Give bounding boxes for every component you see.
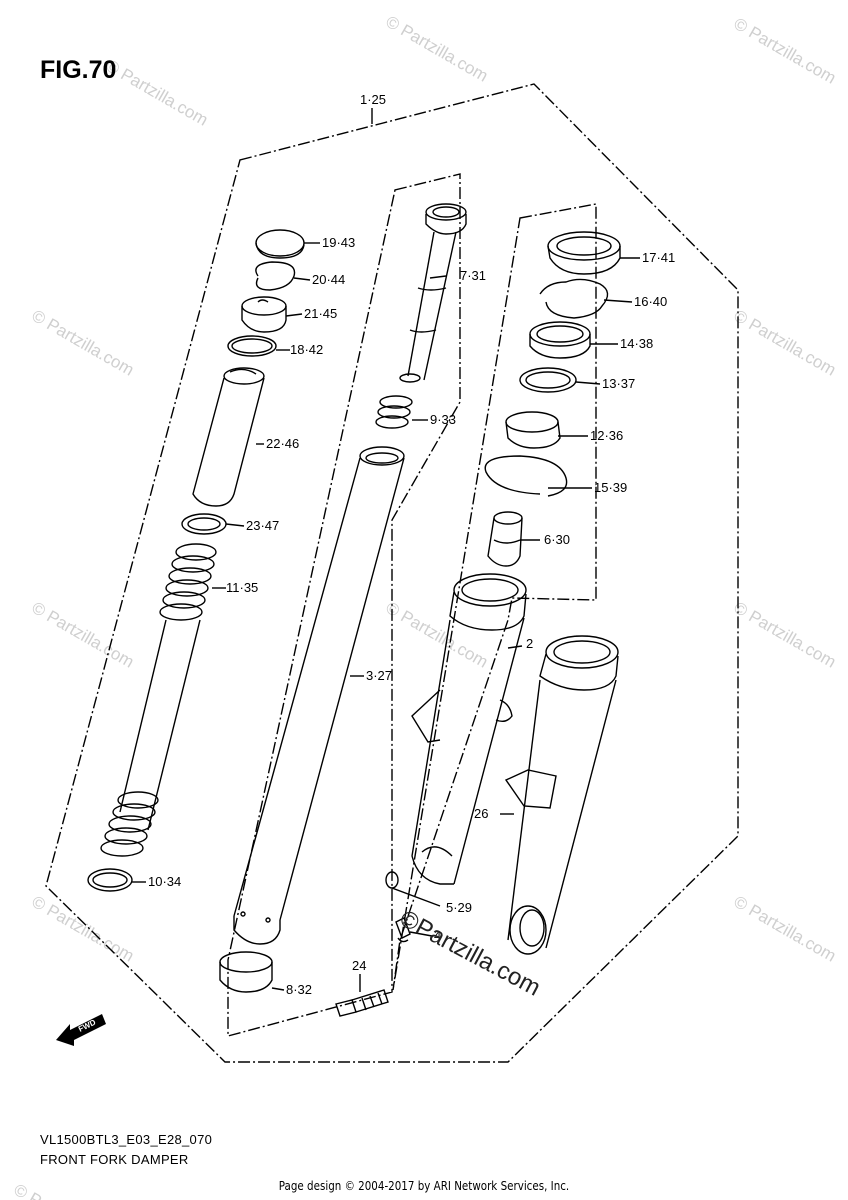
callout-1-25: 1·25 bbox=[360, 92, 386, 107]
figure-label: FIG.70 bbox=[40, 56, 117, 84]
outer-tube-outline-frame bbox=[392, 203, 597, 991]
callout-3-27: 3·27 bbox=[366, 668, 392, 683]
callout-16-40: 16·40 bbox=[634, 294, 667, 309]
part-guide-bushing bbox=[505, 411, 561, 449]
callout-9-33: 9·33 bbox=[430, 412, 456, 427]
callout-13-37: 13·37 bbox=[602, 376, 635, 391]
figure-code: VL1500BTL3_E03_E28_070 bbox=[40, 1132, 213, 1147]
part-fork-spring bbox=[100, 543, 217, 857]
callout-20-44: 20·44 bbox=[312, 272, 345, 287]
part-cap bbox=[255, 229, 305, 257]
callout-22-46: 22·46 bbox=[266, 436, 299, 451]
part-bolt bbox=[335, 989, 389, 1017]
assembly-outline-frame bbox=[45, 83, 739, 1063]
callout-5-29: 5·29 bbox=[446, 900, 472, 915]
part-rebound-spring bbox=[375, 395, 413, 429]
callout-15-39: 15·39 bbox=[594, 480, 627, 495]
part-oil-lock-piece bbox=[487, 511, 523, 567]
callout-14-38: 14·38 bbox=[620, 336, 653, 351]
part-snap-ring bbox=[484, 455, 568, 497]
cartridge-outline-frame bbox=[227, 173, 461, 1037]
callout-11-35: 11·35 bbox=[226, 580, 258, 595]
part-ring bbox=[87, 868, 133, 892]
part-o-ring bbox=[227, 335, 277, 357]
part-outer-tube-left bbox=[504, 635, 619, 955]
part-outer-tube-right bbox=[411, 573, 527, 885]
callout-17-41: 17·41 bbox=[642, 250, 675, 265]
copyright-notice: Page design © 2004-2017 by ARI Network S… bbox=[278, 1179, 570, 1193]
callout-19-43: 19·43 bbox=[322, 235, 355, 250]
part-washer bbox=[519, 367, 577, 393]
callout-4: 4 bbox=[434, 928, 441, 943]
callout-7-31: 7·31 bbox=[460, 268, 486, 283]
part-slide-bushing bbox=[219, 951, 273, 993]
callout-26: 26 bbox=[474, 806, 488, 821]
callout-23-47: 23·47 bbox=[246, 518, 279, 533]
part-retaining-clip bbox=[539, 278, 609, 319]
callout-21-45: 21·45 bbox=[304, 306, 337, 321]
part-drain-bolt bbox=[395, 917, 411, 943]
part-circlip bbox=[255, 261, 296, 291]
callout-12-36: 12·36 bbox=[590, 428, 623, 443]
part-spacer-tube bbox=[223, 367, 265, 385]
callout-10-34: 10·34 bbox=[148, 874, 181, 889]
part-dust-seal bbox=[547, 231, 621, 275]
callout-24: 24 bbox=[352, 958, 366, 973]
part-oil-seal bbox=[529, 321, 591, 359]
fwd-arrow-icon: FWD bbox=[56, 1014, 106, 1046]
part-damper-rod bbox=[399, 203, 467, 383]
callout-8-32: 8·32 bbox=[286, 982, 312, 997]
callout-6-30: 6·30 bbox=[544, 532, 570, 547]
callout-2: 2 bbox=[526, 636, 533, 651]
part-inner-tube bbox=[233, 446, 405, 945]
callout-18-42: 18·42 bbox=[290, 342, 323, 357]
figure-title: FRONT FORK DAMPER bbox=[40, 1152, 189, 1167]
